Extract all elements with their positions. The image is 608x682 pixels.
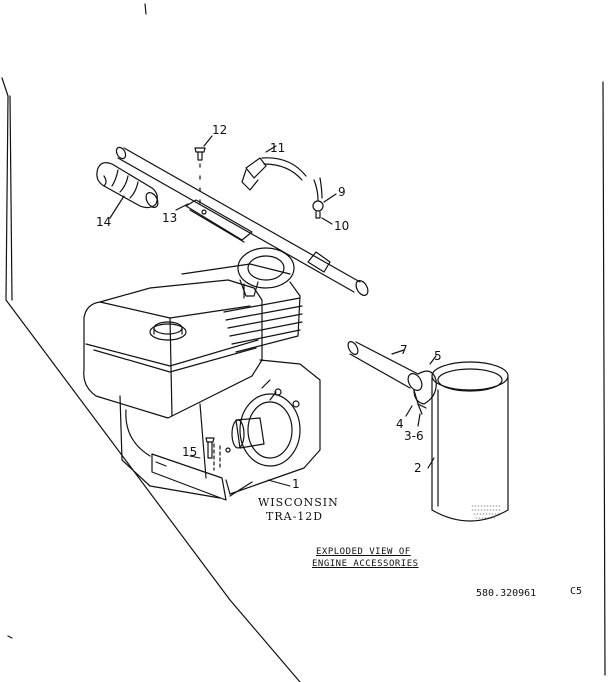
sheet-code: C5 bbox=[570, 586, 583, 597]
leader-lines bbox=[189, 455, 291, 487]
bolt-part-15 bbox=[205, 437, 221, 471]
callout-14: 14 bbox=[96, 215, 112, 229]
air-cleaner-mesh bbox=[471, 505, 503, 519]
callout-3-6: 3-6 bbox=[404, 429, 424, 443]
air-cleaner-part-2 bbox=[427, 361, 509, 522]
callout-10: 10 bbox=[334, 219, 350, 233]
callout-7: 7 bbox=[400, 343, 408, 357]
page-edge-lines bbox=[1, 3, 606, 682]
part-number: 580.320961 bbox=[476, 588, 537, 599]
callout-12: 12 bbox=[212, 123, 228, 137]
fitting-parts-9-10 bbox=[312, 177, 337, 225]
callout-13: 13 bbox=[162, 211, 178, 225]
screw-part-12 bbox=[194, 135, 213, 207]
caption-line-1: EXPLODED VIEW OF bbox=[316, 547, 411, 557]
engine-body-part-1 bbox=[83, 247, 321, 501]
intake-tube-part-7 bbox=[347, 341, 423, 391]
callout-4: 4 bbox=[396, 417, 404, 431]
handle-grip-part-14 bbox=[96, 162, 159, 219]
clamp-parts-3-6 bbox=[405, 355, 437, 427]
control-tube-part-13 bbox=[115, 146, 369, 296]
spark-plug-wire-part-11 bbox=[241, 145, 307, 191]
callout-1: 1 bbox=[292, 477, 300, 491]
engine-brand-label: WISCONSIN bbox=[258, 496, 339, 509]
engine-model-label: TRA-12D bbox=[266, 510, 324, 523]
margin-mark bbox=[7, 635, 13, 639]
callout-9: 9 bbox=[338, 185, 346, 199]
caption-line-2: ENGINE ACCESSORIES bbox=[312, 559, 419, 569]
callout-15: 15 bbox=[182, 445, 198, 459]
callout-11: 11 bbox=[270, 141, 286, 155]
callout-5: 5 bbox=[434, 349, 442, 363]
callout-2: 2 bbox=[414, 461, 422, 475]
